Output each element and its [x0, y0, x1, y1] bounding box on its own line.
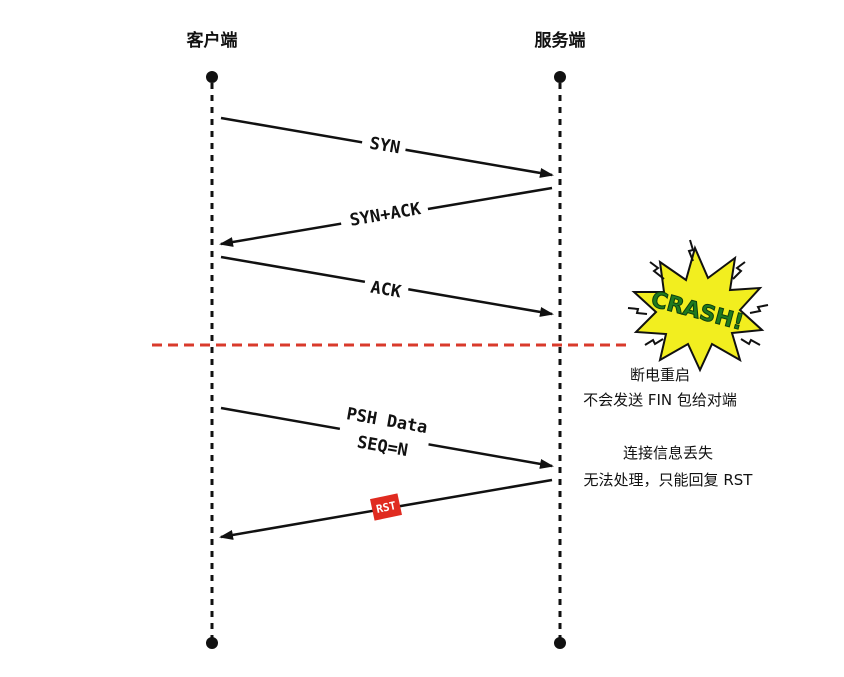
message-psh-data-label-bg [335, 395, 435, 469]
message-synack-label: SYN+ACK [348, 199, 423, 231]
crash-burst-shape [631, 245, 765, 373]
crash-spark-lines [627, 239, 769, 346]
message-syn-label-bg [360, 128, 408, 158]
message-rst: RST [219, 478, 553, 540]
server-lifeline-bottom-dot [554, 637, 566, 649]
crash-burst-icon: CRASH! [627, 239, 769, 373]
lost-note-line1: 连接信息丢失 [623, 444, 713, 462]
message-ack-label: ACK [369, 278, 403, 303]
rst-badge: RST [370, 493, 402, 521]
message-syn-label: SYN [368, 134, 402, 159]
server-lifeline [554, 71, 566, 649]
lost-note-line2: 无法处理，只能回复 RST [584, 471, 754, 489]
crash-note-line1: 断电重启 [630, 366, 690, 384]
server-label: 服务端 [535, 30, 586, 51]
rst-badge-label: RST [375, 499, 398, 516]
rst-badge-box [370, 493, 402, 521]
client-lifeline-bottom-dot [206, 637, 218, 649]
client-lifeline [206, 71, 218, 649]
message-ack-label-bg [362, 274, 410, 304]
message-synack: SYN+ACK [219, 186, 553, 247]
message-ack: ACK [220, 255, 554, 317]
crash-note-line2: 不会发送 FIN 包给对端 [583, 391, 737, 409]
message-synack-label-bg [338, 195, 430, 233]
server-lifeline-top-dot [554, 71, 566, 83]
message-syn: SYN [220, 116, 554, 178]
client-label: 客户端 [186, 30, 238, 51]
message-psh-data: PSH Data SEQ=N [220, 395, 554, 469]
client-lifeline-top-dot [206, 71, 218, 83]
